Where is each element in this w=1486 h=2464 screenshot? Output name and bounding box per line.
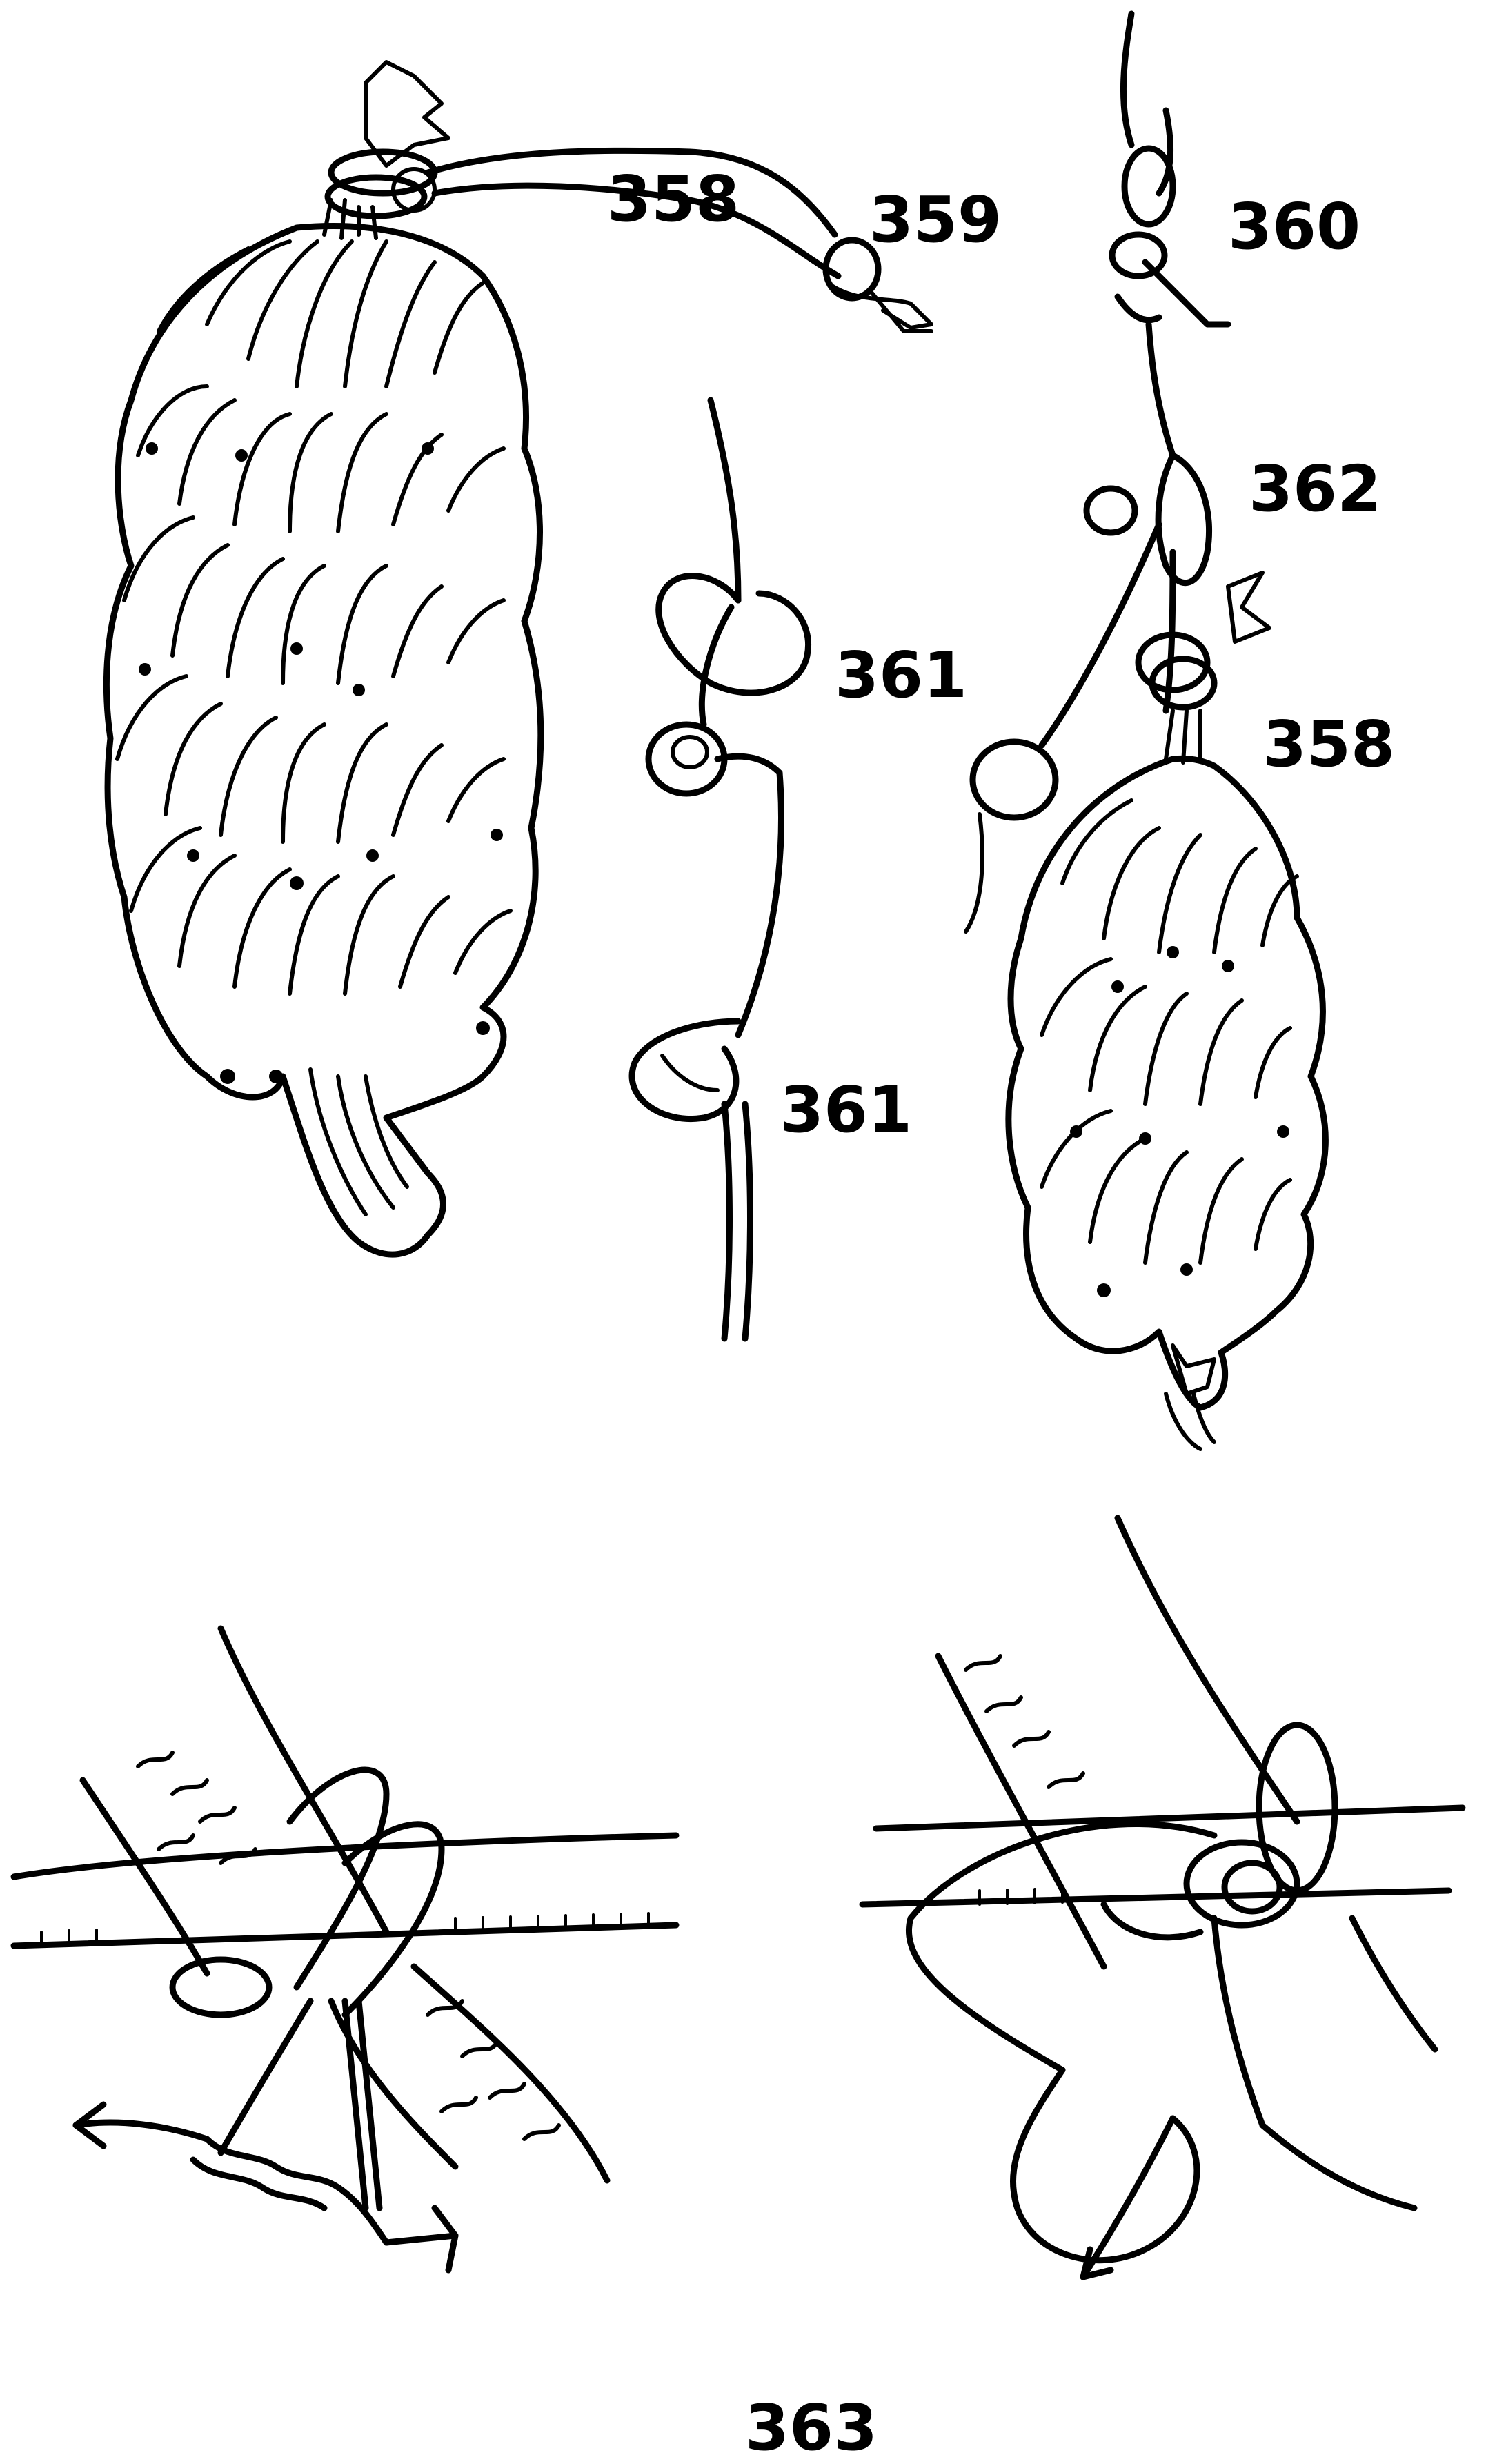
label-361-upper: 361 bbox=[835, 638, 967, 712]
label-359: 359 bbox=[869, 183, 1002, 257]
hitch-363-left-drawing bbox=[14, 1628, 676, 2270]
label-358-top: 358 bbox=[607, 162, 740, 236]
label-361-lower: 361 bbox=[780, 1073, 912, 1147]
hitch-363-right-drawing bbox=[862, 1518, 1463, 2277]
knot-361-drawing bbox=[632, 400, 808, 1339]
label-363: 363 bbox=[745, 2391, 878, 2464]
label-358-right: 358 bbox=[1262, 707, 1395, 781]
label-360: 360 bbox=[1228, 190, 1360, 264]
label-362: 362 bbox=[1249, 452, 1381, 526]
